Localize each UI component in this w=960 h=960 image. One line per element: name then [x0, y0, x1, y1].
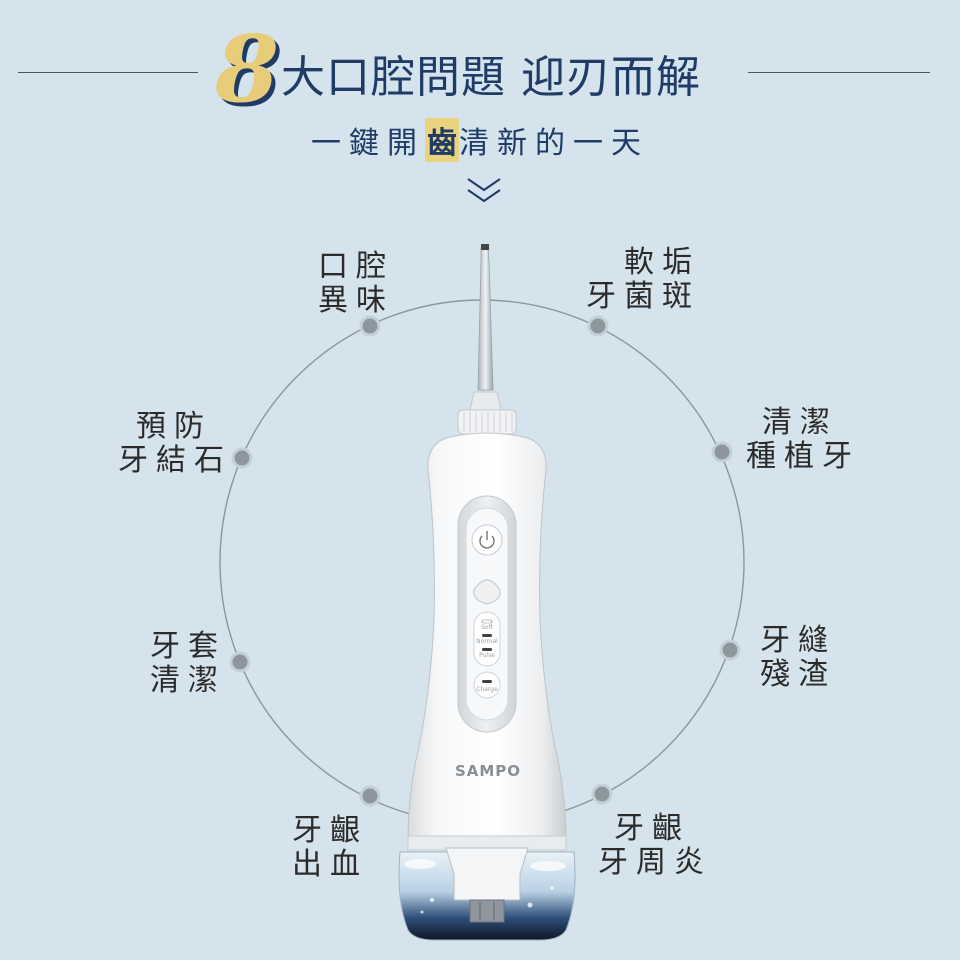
brand-logo: SAMPO [454, 762, 522, 780]
issue-label-bad-breath: 口腔 異味 [318, 250, 394, 318]
nozzle [469, 244, 502, 411]
subheadline-start: 一鍵開 [311, 126, 425, 161]
issue-label-tartar: 預防 牙結石 [118, 409, 232, 478]
issue-label-line: 口腔 [318, 249, 394, 284]
issue-label-line: 軟垢 [624, 245, 700, 280]
issue-label-food-debris: 牙縫 殘渣 [760, 624, 836, 692]
water-splash [404, 859, 566, 914]
issue-label-line: 清潔 [762, 405, 838, 440]
issue-label-braces: 牙套 清潔 [150, 630, 226, 698]
header-rule-left [18, 72, 198, 73]
issue-label-line: 牙套 [150, 629, 226, 664]
charge-label: Charge [476, 686, 498, 693]
issue-label-line: 清潔 [150, 663, 226, 698]
mode-label-normal: Normal [476, 638, 498, 645]
issue-marker-plaque [587, 315, 609, 337]
issue-label-gum-bleeding: 牙齦 出血 [292, 814, 368, 882]
issue-label-line: 牙結石 [118, 443, 232, 478]
issue-markers [229, 315, 741, 807]
issue-label-plaque: 軟垢 牙菌斑 [586, 245, 700, 314]
header-rule-right [748, 72, 930, 73]
issue-label-line: 出血 [292, 847, 368, 882]
issue-label-line: 牙齦 [292, 813, 368, 848]
issue-label-line: 殘渣 [760, 657, 836, 692]
subheadline-highlight: 齒 [425, 118, 459, 162]
issue-label-line: 牙齦 [614, 811, 690, 846]
mode-indicators [473, 611, 501, 699]
issue-label-line: 牙縫 [760, 623, 836, 658]
nozzle-collar [457, 409, 517, 435]
issue-marker-bad-breath [359, 315, 381, 337]
pump-unit [445, 847, 529, 923]
issue-marker-braces [229, 651, 251, 673]
issue-marker-food-debris [719, 639, 741, 661]
issue-label-periodontitis: 牙齦 牙周炎 [598, 812, 712, 880]
mode-label-pulse: Pulse [479, 652, 495, 659]
issue-label-line: 牙周炎 [598, 845, 712, 880]
issue-label-line: 預防 [136, 409, 212, 444]
issue-marker-tartar [231, 447, 253, 469]
issue-label-line: 牙菌斑 [586, 279, 700, 314]
issue-marker-implant [711, 441, 733, 463]
headline: 8 大口腔問題 迎刃而解 [215, 23, 702, 118]
issue-marker-periodontitis [591, 783, 613, 805]
mode-label-soft: Soft [481, 624, 493, 631]
mode-button-icon[interactable] [473, 579, 501, 605]
double-chevron-down-icon [467, 178, 501, 203]
subheadline-end: 清新的一天 [459, 126, 649, 161]
issue-label-line: 異味 [318, 283, 394, 318]
headline-title: 大口腔問題 迎刃而解 [281, 52, 702, 103]
headline-number: 8 [215, 15, 280, 123]
subheadline: 一鍵開齒清新的一天 [0, 118, 960, 162]
issue-label-line: 種植牙 [746, 439, 860, 474]
issue-marker-gum-bleeding [359, 785, 381, 807]
issue-label-implant: 清潔 種植牙 [746, 406, 860, 474]
power-icon[interactable] [471, 524, 503, 556]
